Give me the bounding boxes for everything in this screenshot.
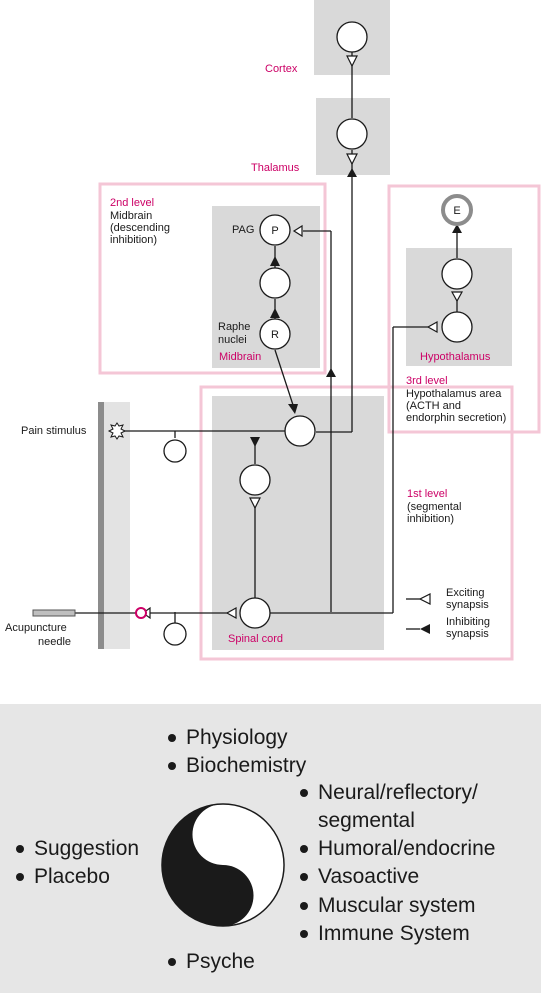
effect-item: Vasoactive [300, 863, 419, 891]
gate-neuron [284, 415, 316, 447]
raphe-line2: nuclei [218, 334, 247, 346]
synapse-inhib-mid-r [270, 308, 280, 318]
bullet-icon [300, 873, 308, 882]
pain-branch-neuron [163, 439, 187, 463]
level2-line2: (descending [110, 222, 170, 234]
pag-label: PAG [232, 224, 254, 236]
pain-stimulus-label: Pain stimulus [21, 425, 87, 437]
r-node-label: R [271, 329, 279, 341]
level3-line3: endorphin secretion) [406, 412, 506, 424]
level1-line2: inhibition) [407, 513, 454, 525]
raphe-line1: Raphe [218, 321, 250, 333]
level3-title: 3rd level [406, 375, 448, 387]
cortex-neuron [336, 21, 368, 53]
effect-item: Humoral/endocrine [300, 835, 495, 863]
bullet-icon [300, 902, 308, 911]
level2-line1: Midbrain [110, 210, 152, 222]
bullet-icon [16, 873, 24, 882]
hypothalamus-neuron [441, 311, 473, 343]
bullet-icon [16, 845, 24, 854]
hypothalamus-upper-neuron [441, 258, 473, 290]
spinal-cord-neuron [239, 597, 271, 629]
legend-exciting-line1: Exciting [446, 587, 485, 599]
arrow-into-gate [288, 404, 298, 414]
bullet-icon [300, 789, 308, 798]
level2-line3: inhibition) [110, 234, 157, 246]
p-node-label: P [271, 225, 278, 237]
midbrain-interneuron [259, 267, 291, 299]
hypothalamus-label: Hypothalamus [420, 351, 491, 363]
level3-line2: (ACTH and [406, 400, 461, 412]
synapse-spinal-input [225, 606, 237, 620]
skin-bar-edge [98, 402, 104, 649]
effect-item: Biochemistry [168, 752, 306, 780]
effect-item: Placebo [16, 863, 110, 891]
synapse-cortex [346, 55, 358, 68]
arrow-from-spinal-up [347, 168, 357, 177]
bullet-icon [300, 845, 308, 854]
bullet-icon [168, 958, 176, 967]
acupuncture-receptor [135, 607, 147, 619]
acup-branch-neuron [163, 622, 187, 646]
thalamus-label: Thalamus [251, 162, 300, 174]
pag-neuron [259, 214, 291, 246]
effect-item-continuation: segmental [318, 809, 415, 832]
raphe-neuron [259, 318, 291, 350]
synapse-hypo-input [426, 320, 438, 334]
acupuncture-line1: Acupuncture [5, 622, 67, 634]
level2-title: 2nd level [110, 197, 154, 209]
endorphin-neuron [441, 194, 473, 226]
effect-item: Immune System [300, 920, 470, 948]
legend-exciting-line2: synapsis [446, 599, 489, 611]
synapse-inhib-spinal-gate [250, 437, 260, 447]
bullet-icon [300, 930, 308, 939]
synapse-thalamus [346, 153, 358, 166]
synapse-spinal-inter [249, 497, 261, 510]
level3-frame [387, 184, 541, 434]
level1-title: 1st level [407, 488, 447, 500]
spinal-interneuron [239, 464, 271, 496]
synapse-hypo-mid [450, 291, 464, 303]
legend-inhibiting-line1: Inhibiting [446, 616, 490, 628]
level1-frame [199, 385, 514, 661]
effect-item: Neural/reflectory/ [300, 779, 478, 807]
effect-item: Psyche [168, 948, 255, 976]
effect-item: Muscular system [300, 892, 476, 920]
pain-pathway-diagram: Cortex Thalamus 2nd level Midbrain (desc… [5, 0, 541, 661]
skin-bar [100, 402, 130, 649]
level3-line1: Hypothalamus area [406, 388, 502, 400]
spinal-cord-label: Spinal cord [228, 633, 283, 645]
synapse-inhib-p-mid [270, 256, 280, 266]
yin-yang-icon [161, 803, 285, 927]
effect-item: Physiology [168, 724, 288, 752]
level2-frame [98, 182, 327, 375]
legend-inhibiting-line2: synapsis [446, 628, 489, 640]
acupuncture-line2: needle [38, 636, 71, 648]
legend-inhibiting-symbol [420, 624, 430, 634]
thalamus-neuron [336, 118, 368, 150]
effect-item: Suggestion [16, 835, 139, 863]
level1-line1: (segmental [407, 501, 461, 513]
pain-receptor-icon [107, 422, 127, 440]
synapse-pag-input [292, 224, 303, 238]
legend-exciting-symbol [418, 593, 431, 605]
cortex-label: Cortex [265, 63, 298, 75]
effects-panel: Physiology Biochemistry Neural/reflector… [0, 704, 541, 993]
e-node-label: E [453, 205, 460, 217]
arrow-from-pag [326, 368, 336, 377]
arrow-to-e [452, 224, 462, 233]
bullet-icon [168, 762, 176, 771]
acupuncture-needle [32, 609, 76, 617]
midbrain-label: Midbrain [219, 351, 261, 363]
bullet-icon [168, 734, 176, 743]
r-to-gate-line [274, 349, 295, 409]
